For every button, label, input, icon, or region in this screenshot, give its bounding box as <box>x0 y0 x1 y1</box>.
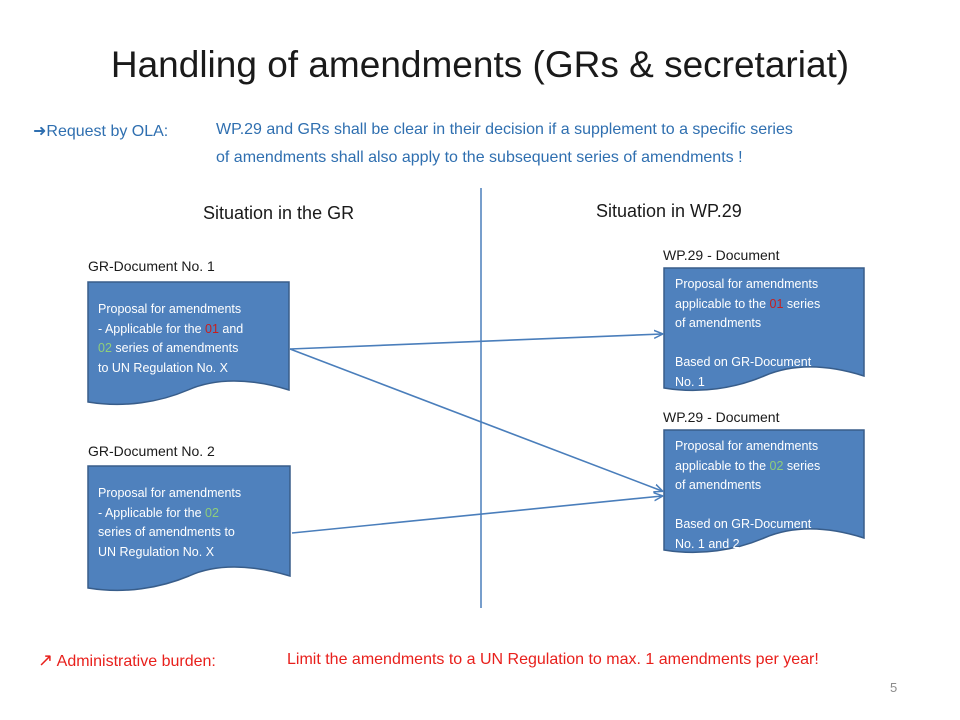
wp-document-1-label: WP.29 - Document <box>663 247 780 263</box>
gr-document-1-line1: Proposal for amendments <box>98 302 242 316</box>
wp-document-2-line3: of amendments <box>675 478 762 492</box>
connector-gr2-to-wp2 <box>291 496 662 534</box>
gr-document-1-line3: 02 series of amendments <box>98 341 239 355</box>
wp-document-2-line1: Proposal for amendments <box>675 439 819 453</box>
right-arrow-icon: ➜ <box>33 123 47 140</box>
diagonal-arrow-icon: ↗ <box>38 650 54 670</box>
wp-document-1-text: Proposal for amendments applicable to th… <box>675 275 861 392</box>
slide-title: Handling of amendments (GRs & secretaria… <box>110 44 850 85</box>
gr-document-2-line2: - Applicable for the 02 <box>98 505 219 520</box>
wp-document-2-line5: No. 1 and 2 <box>675 536 740 551</box>
gr-document-2-text: Proposal for amendments - Applicable for… <box>98 484 284 562</box>
burden-text: Limit the amendments to a UN Regulation … <box>287 651 819 668</box>
wp-document-2-spacer <box>675 496 861 516</box>
request-label: ➜Request by OLA: <box>33 121 168 141</box>
gr-document-2-shape <box>87 465 291 592</box>
gr-document-1-shape <box>87 281 290 406</box>
gr-document-1-text: Proposal for amendments - Applicable for… <box>98 300 284 378</box>
request-label-text: Request by OLA: <box>46 123 169 140</box>
wp-document-2-line4: Based on GR-Document <box>675 517 812 531</box>
wp-document-1-line5: No. 1 <box>675 374 705 389</box>
wp-document-1-line1: Proposal for amendments <box>675 277 819 291</box>
request-text-line2: of amendments shall also apply to the su… <box>216 149 743 166</box>
gr-document-2-line4: UN Regulation No. X <box>98 544 215 559</box>
gr-document-1-line2: - Applicable for the 01 and <box>98 321 244 336</box>
wp-document-1-line2: applicable to the 01 series <box>675 296 821 311</box>
wp-document-2-text: Proposal for amendments applicable to th… <box>675 437 861 554</box>
wp-document-1-spacer <box>675 334 861 354</box>
wp-document-1-shape <box>663 267 865 392</box>
gr-document-1-label: GR-Document No. 1 <box>88 258 215 274</box>
heading-situation-gr: Situation in the GR <box>203 203 355 223</box>
wp-document-1-line4: Based on GR-Document <box>675 355 812 369</box>
gr-document-2-line3: series of amendments to <box>98 525 235 539</box>
gr-document-2-line1: Proposal for amendments <box>98 486 242 500</box>
wp-document-2-line2: applicable to the 02 series <box>675 458 821 473</box>
burden-label: ↗ Administrative burden: <box>38 650 216 671</box>
connector-gr1-to-wp1 <box>289 334 662 350</box>
burden-label-text: Administrative burden: <box>56 653 216 670</box>
wp-document-1-line3: of amendments <box>675 316 762 330</box>
wp-document-2-shape <box>663 429 865 554</box>
gr-document-1-line4: to UN Regulation No. X <box>98 360 228 375</box>
wp-document-2-label: WP.29 - Document <box>663 409 780 425</box>
heading-situation-wp29: Situation in WP.29 <box>596 201 742 221</box>
page-number: 5 <box>890 680 898 695</box>
request-text-line1: WP.29 and GRs shall be clear in their de… <box>216 121 793 138</box>
connector-gr1-to-wp2 <box>289 348 662 491</box>
gr-document-2-label: GR-Document No. 2 <box>88 443 215 459</box>
